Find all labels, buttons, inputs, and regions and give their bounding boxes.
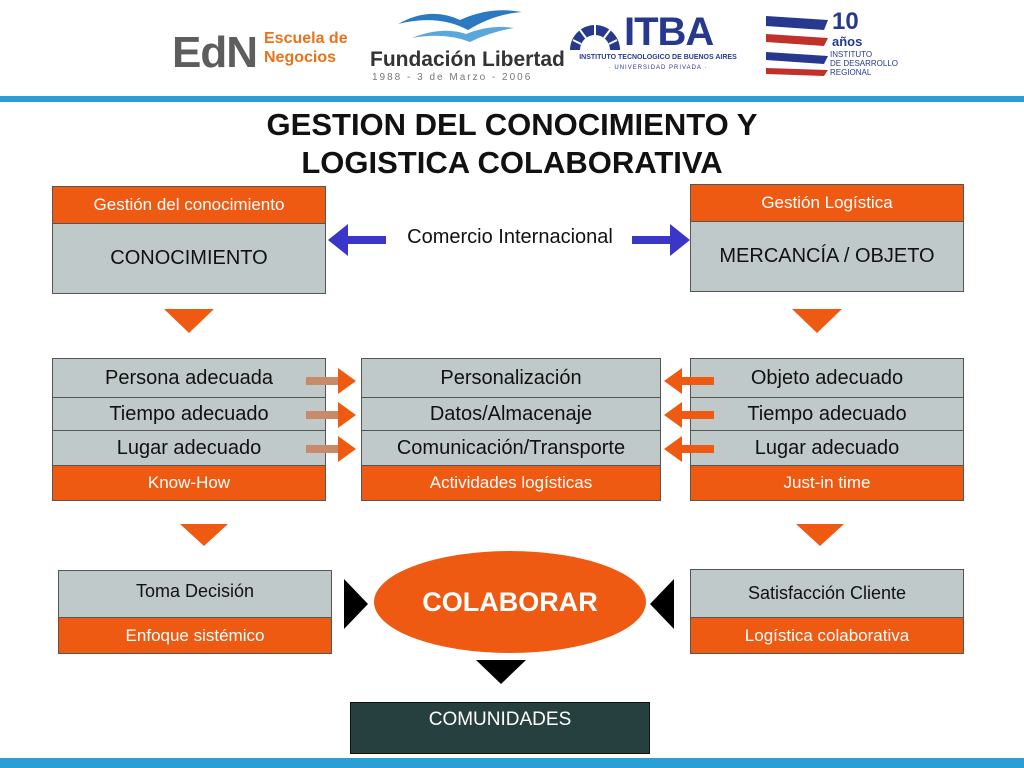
center-item-1: Personalización: [361, 358, 661, 398]
idr-emblem-icon: [766, 16, 828, 76]
blue-arrow-right-icon: [632, 224, 690, 256]
idr-years: 10: [832, 8, 859, 35]
fundacion-libertad-name: Fundación Libertad: [370, 48, 565, 71]
logistics-management-header: Gestión Logística: [690, 184, 964, 222]
logistics-activities-label: Actividades logísticas: [361, 465, 661, 501]
itba-emblem-icon: [570, 25, 620, 50]
orange-arrow-left-icon: [664, 436, 714, 462]
idr-line3: REGIONAL: [830, 68, 872, 77]
down-arrow-right-icon: [796, 524, 844, 546]
orange-arrow-right-icon: [306, 436, 356, 462]
blue-arrow-left-icon: [328, 224, 386, 256]
knowledge-box: CONOCIMIENTO: [52, 223, 326, 294]
systemic-approach-label: Enfoque sistémico: [58, 617, 332, 654]
fundacion-libertad-dates: 1988 - 3 de Marzo - 2006: [372, 72, 533, 83]
idr-line1: INSTITUTO: [830, 50, 873, 59]
left-item-2: Tiempo adecuado: [52, 397, 326, 431]
international-trade-label: Comercio Internacional: [407, 226, 613, 248]
orange-arrow-right-icon: [306, 368, 356, 394]
title-line2: LOGISTICA COLABORATIVA: [301, 145, 723, 180]
just-in-time-label: Just-in time: [690, 465, 964, 501]
down-arrow-left-icon: [180, 524, 228, 546]
page-title: GESTION DEL CONOCIMIENTO Y LOGISTICA COL…: [120, 106, 904, 182]
idr-logo: 10 años INSTITUTO DE DESARROLLO REGIONAL: [764, 8, 904, 82]
itba-name: ITBA: [624, 10, 714, 54]
left-item-1: Persona adecuada: [52, 358, 326, 398]
orange-arrow-right-icon: [306, 402, 356, 428]
orange-arrow-left-icon: [664, 402, 714, 428]
fundacion-libertad-logo: Fundación Libertad 1988 - 3 de Marzo - 2…: [366, 4, 565, 86]
title-line1: GESTION DEL CONOCIMIENTO Y: [266, 107, 758, 142]
black-arrow-right-icon: [344, 579, 368, 629]
right-item-2: Tiempo adecuado: [690, 397, 964, 431]
black-arrow-left-icon: [650, 579, 674, 629]
right-item-1: Objeto adecuado: [690, 358, 964, 398]
knowledge-management-header: Gestión del conocimiento: [52, 186, 326, 224]
edn-logo-line2: Negocios: [264, 49, 337, 66]
decision-making-box: Toma Decisión: [58, 570, 332, 618]
know-how-label: Know-How: [52, 465, 326, 501]
center-item-3: Comunicación/Transporte: [361, 430, 661, 466]
black-arrow-down-icon: [476, 660, 526, 684]
edn-logo-mark: EdN: [172, 28, 258, 77]
idr-institute-name: INSTITUTO DE DESARROLLO REGIONAL: [830, 50, 902, 77]
edn-logo-line1: Escuela de: [264, 30, 348, 47]
bird-icon: [398, 10, 522, 42]
idr-years-label: años: [832, 34, 863, 49]
communities-box: COMUNIDADES: [350, 702, 650, 754]
itba-logo: ITBA INSTITUTO TECNOLOGICO DE BUENOS AIR…: [566, 10, 750, 76]
orange-arrow-left-icon: [664, 368, 714, 394]
header-divider: [0, 96, 1024, 102]
left-item-3: Lugar adecuado: [52, 430, 326, 466]
collaborate-ellipse: COLABORAR: [374, 551, 646, 653]
edn-logo: EdN Escuela de Negocios: [172, 22, 362, 77]
footer-divider: [0, 758, 1024, 768]
itba-tagline: · UNIVERSIDAD PRIVADA ·: [608, 65, 708, 71]
center-item-2: Datos/Almacenaje: [361, 397, 661, 431]
down-arrow-left-icon: [164, 309, 214, 333]
merchandise-box: MERCANCÍA / OBJETO: [690, 221, 964, 292]
customer-satisfaction-box: Satisfacción Cliente: [690, 569, 964, 618]
idr-line2: DE DESARROLLO: [830, 59, 899, 68]
right-item-3: Lugar adecuado: [690, 430, 964, 466]
collaborative-logistics-label: Logística colaborativa: [690, 617, 964, 654]
itba-subtitle: INSTITUTO TECNOLOGICO DE BUENOS AIRES: [579, 54, 737, 61]
edn-logo-text: Escuela de Negocios: [264, 29, 348, 67]
down-arrow-right-icon: [792, 309, 842, 333]
